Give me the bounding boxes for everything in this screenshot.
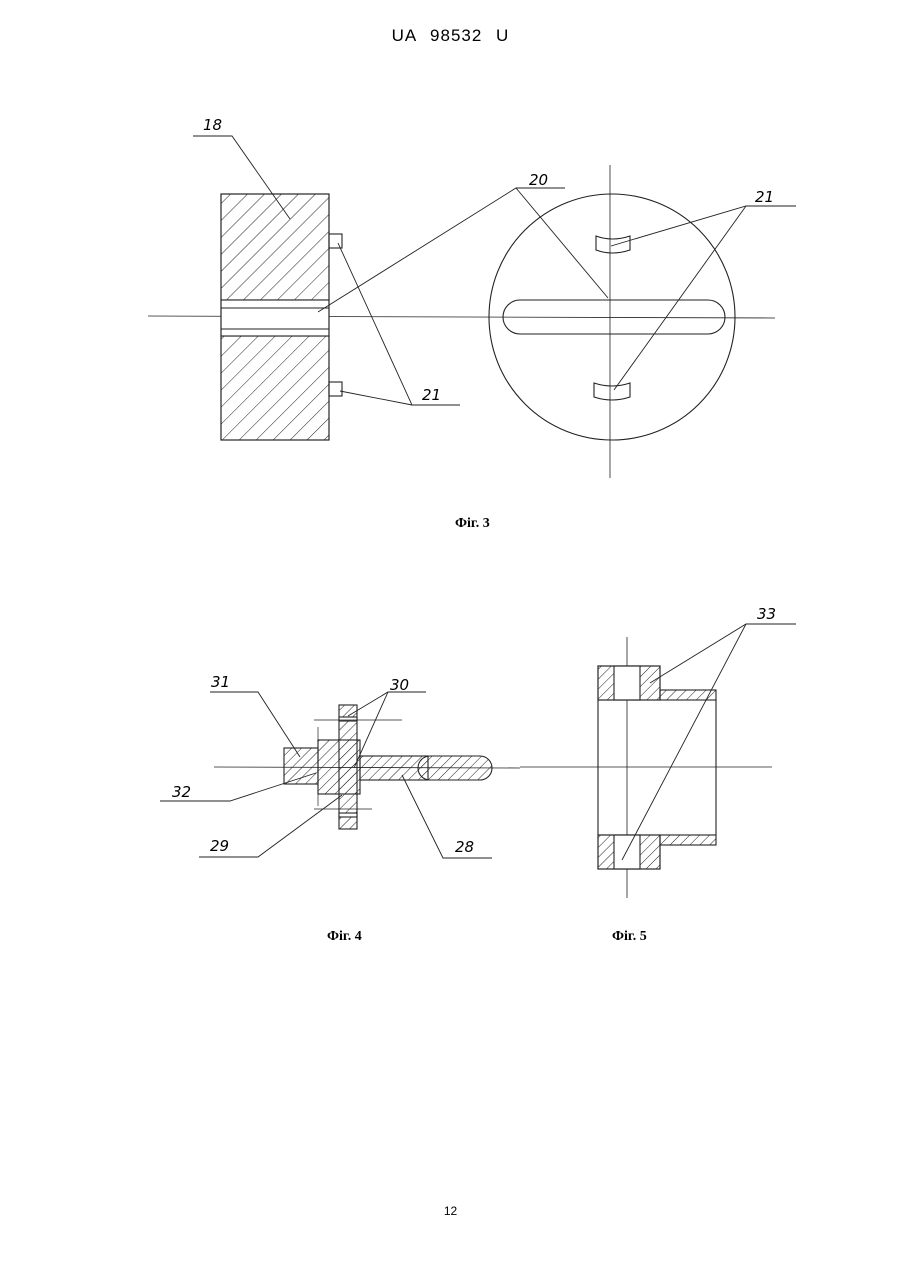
figure-4-label-32: 32 bbox=[172, 783, 191, 801]
figure-3-label-21-top: 21 bbox=[755, 188, 774, 206]
figure-3-label-18: 18 bbox=[203, 116, 222, 134]
figure-4-drawing bbox=[160, 692, 520, 858]
figure-5-caption: Фіг. 5 bbox=[612, 929, 647, 945]
figure-4-label-31: 31 bbox=[211, 673, 230, 691]
figure-5-drawing bbox=[520, 624, 796, 898]
figure-5-label-33: 33 bbox=[757, 605, 776, 623]
figure-4-caption: Фіг. 4 bbox=[327, 929, 362, 945]
figure-4-label-30: 30 bbox=[390, 676, 409, 694]
figure-3-label-21-bottom: 21 bbox=[422, 386, 441, 404]
figure-3-caption: Фіг. 3 bbox=[455, 516, 490, 532]
figure-4-label-28: 28 bbox=[455, 838, 474, 856]
figure-4-label-29: 29 bbox=[210, 837, 229, 855]
page-number: 12 bbox=[0, 1204, 901, 1218]
figure-3-label-20: 20 bbox=[529, 171, 548, 189]
figure-3-drawing bbox=[148, 136, 796, 478]
